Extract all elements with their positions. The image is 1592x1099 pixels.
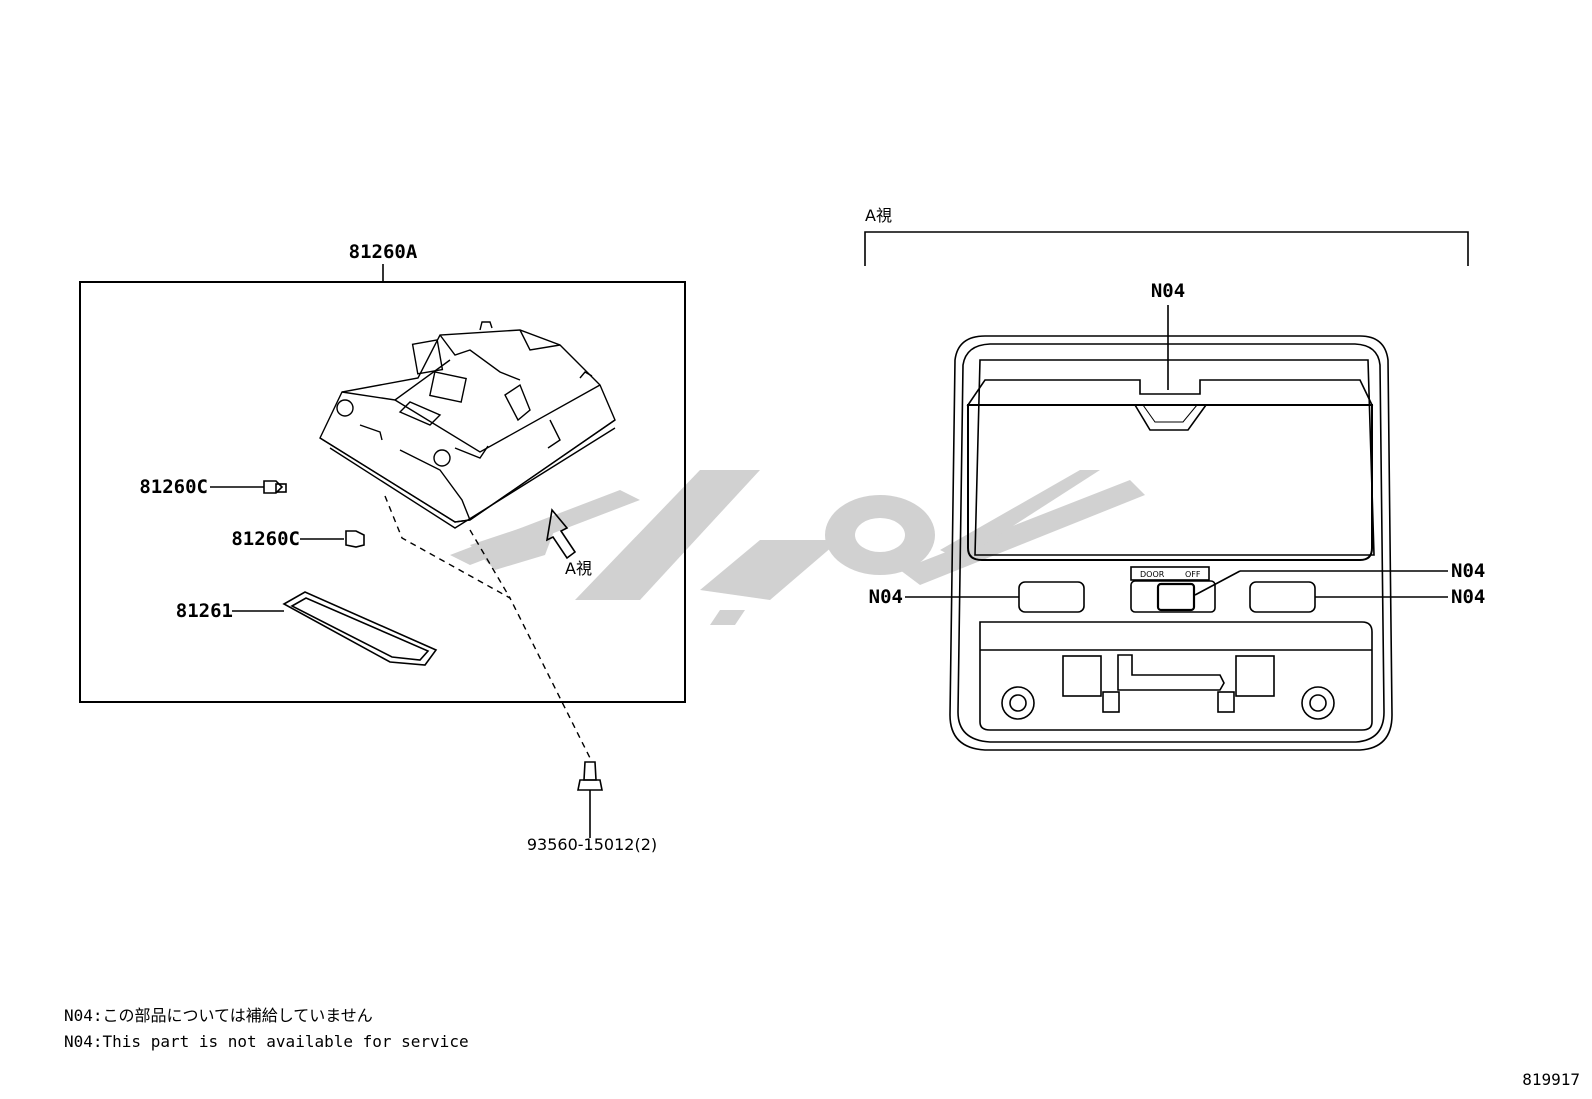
label-view-a-arrow: A視	[565, 559, 592, 578]
callout-n04-right-upper: N04	[1451, 560, 1485, 582]
callout-n04-top: N04	[1151, 280, 1185, 302]
callout-n04-left: N04	[869, 586, 903, 608]
door-switch-knob	[1156, 582, 1196, 612]
lens-part	[232, 591, 438, 666]
callout-leaders	[905, 305, 1448, 598]
map-lamp-button-right	[1249, 581, 1316, 613]
bulb-upper	[210, 480, 287, 494]
label-screw: 93560-15012(2)	[527, 835, 657, 854]
label-81260a: 81260A	[349, 241, 418, 263]
mount-hole-right	[1301, 686, 1335, 720]
map-lamp-button-left	[1018, 581, 1085, 613]
mount-hole-left	[1001, 686, 1035, 720]
left-exploded-view	[79, 264, 686, 838]
watermark-logo	[450, 470, 1145, 625]
note-japanese: N04:この部品については補給していません	[64, 1006, 373, 1025]
view-a-bracket	[864, 231, 1469, 266]
screw-path-dashed-2	[469, 529, 511, 599]
label-81261: 81261	[176, 600, 233, 622]
view-a-title: A視	[865, 206, 892, 225]
switch-label-door: DOOR	[1140, 570, 1165, 579]
view-arrow-a	[545, 508, 577, 560]
door-off-plate	[1130, 566, 1210, 581]
callout-n04-right-lower: N04	[1451, 586, 1485, 608]
map-light-housing	[319, 321, 616, 529]
screw-part	[577, 761, 603, 838]
door-switch-frame	[1130, 580, 1216, 613]
label-81260c-lower: 81260C	[231, 528, 300, 550]
label-81260c-upper: 81260C	[139, 476, 208, 498]
diagram-number: 819917	[1522, 1070, 1580, 1089]
note-english: N04:This part is not available for servi…	[64, 1032, 469, 1051]
notes-section: N04:この部品については補給していません N04:This part is n…	[64, 1003, 469, 1055]
bulb-lower	[300, 530, 365, 548]
screw-path-dashed	[384, 495, 591, 759]
switch-label-off: OFF	[1185, 570, 1201, 579]
console-front-view	[949, 335, 1393, 751]
